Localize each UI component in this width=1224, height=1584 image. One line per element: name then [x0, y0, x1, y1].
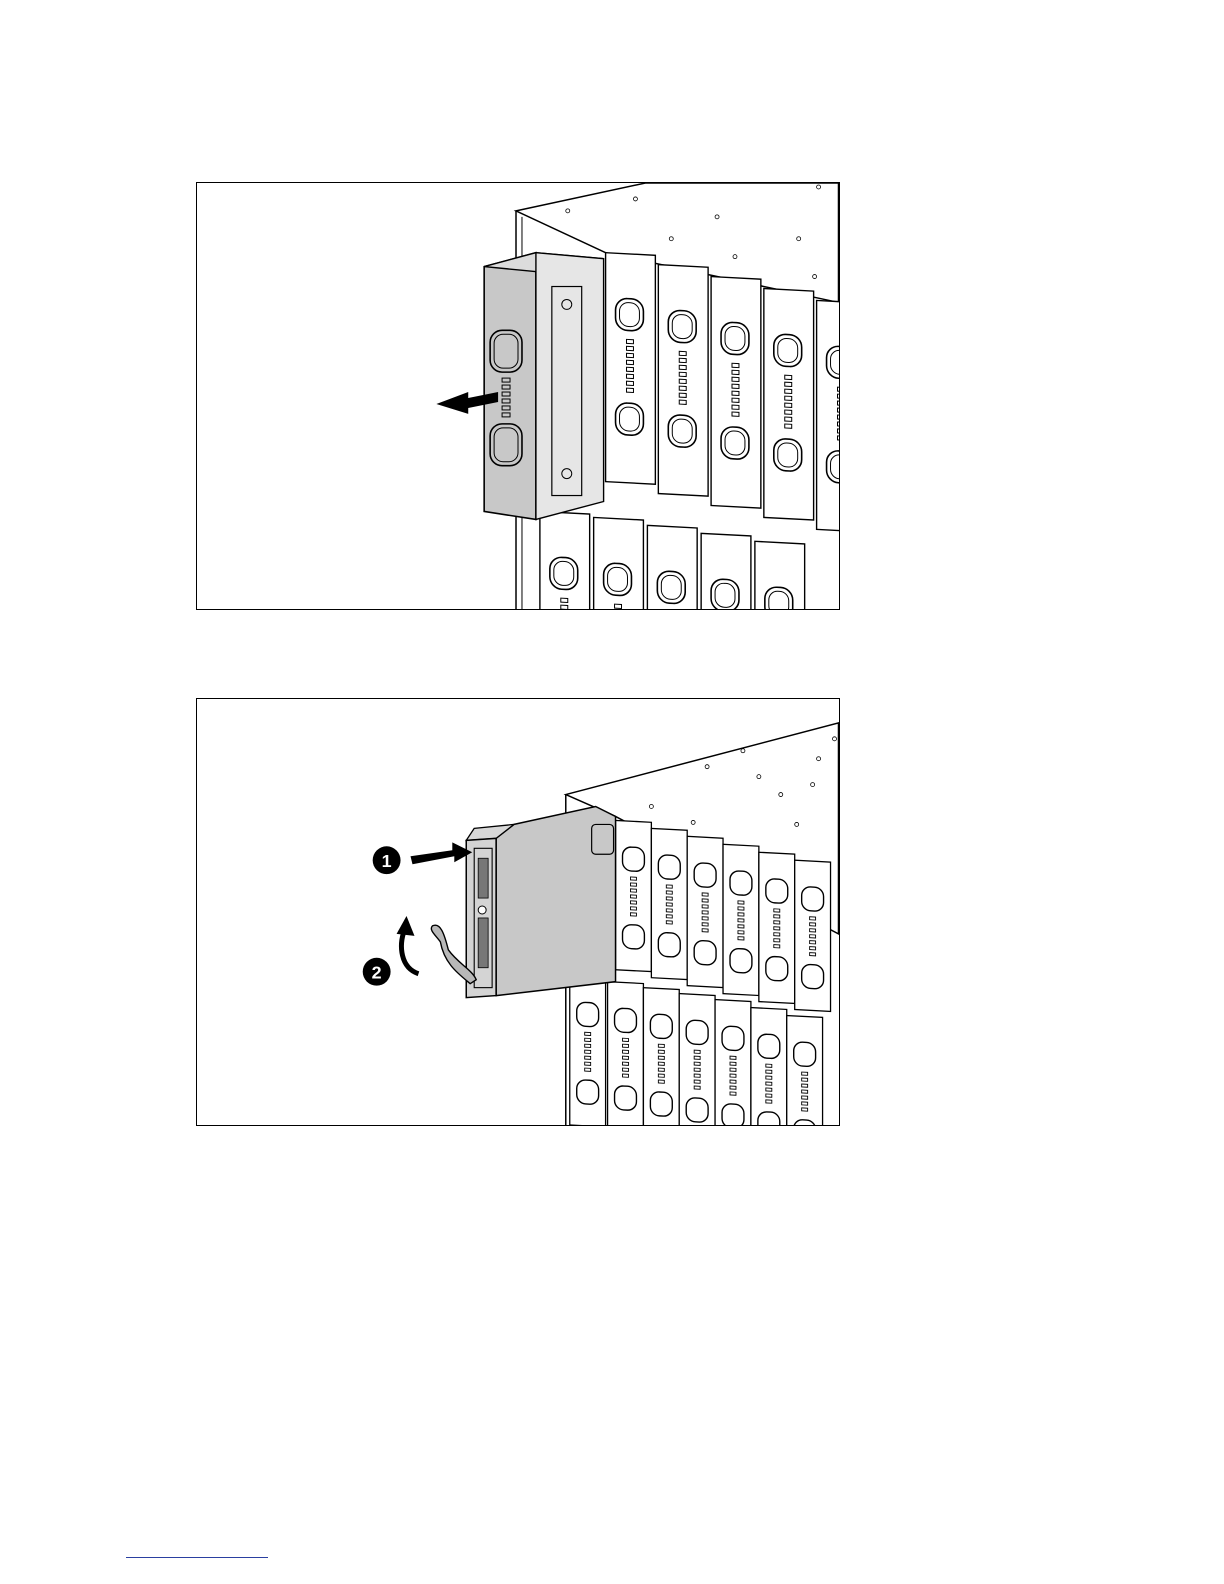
rotate-arrow-icon [397, 916, 419, 974]
step-2-label: 2 [372, 963, 382, 983]
figure-install-blade: 1 2 [196, 698, 840, 1126]
step-callout-1: 1 [373, 846, 401, 874]
footer-rule [126, 1557, 268, 1558]
upper-bay-row [606, 253, 839, 532]
step-callout-2: 2 [363, 958, 391, 986]
enclosure-illustration [197, 183, 839, 609]
figure-remove-blank [196, 182, 840, 610]
lower-bay-row [540, 511, 805, 609]
blank-panel [484, 253, 603, 520]
server-blade [431, 806, 615, 997]
step-1-label: 1 [382, 851, 392, 871]
push-arrow-icon [411, 842, 473, 864]
enclosure-illustration: 1 2 [197, 699, 839, 1125]
